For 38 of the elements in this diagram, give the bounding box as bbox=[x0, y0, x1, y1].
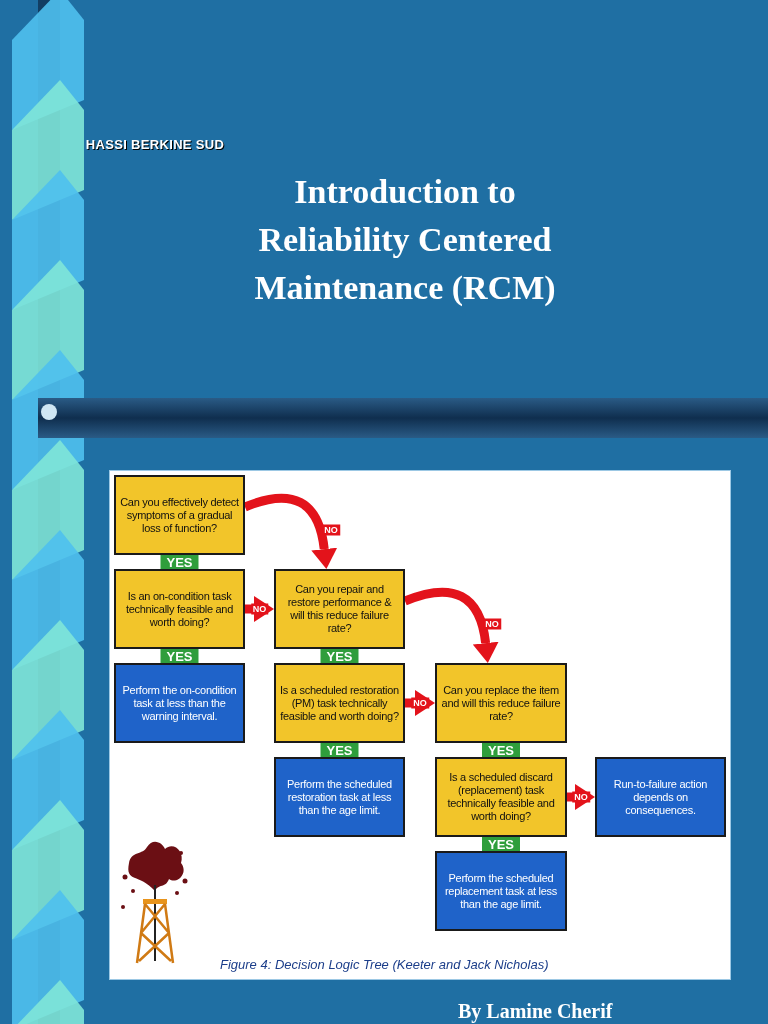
edge-label: YES bbox=[326, 649, 353, 663]
action-text: Perform the scheduled restoration task at less than the age limit. bbox=[286, 777, 393, 817]
action-text: Run-to-failure action depends on consequences. bbox=[612, 777, 709, 817]
arrow bbox=[567, 784, 595, 810]
question-text: Is a scheduled discard (replacement) task technically feasible and worth doing? bbox=[446, 771, 556, 823]
edge-label: NO bbox=[322, 524, 340, 535]
slide-title: Introduction to Reliability Centered Maintenance (RCM) bbox=[253, 172, 557, 308]
action-box bbox=[274, 757, 405, 837]
question-box bbox=[114, 475, 245, 555]
question-text: Is a scheduled restoration (PM) task technically feasible and worth doing? bbox=[280, 683, 399, 723]
question-box bbox=[114, 569, 245, 649]
edge-label: NO bbox=[250, 603, 269, 615]
arrow bbox=[405, 690, 435, 716]
action-box bbox=[435, 851, 567, 931]
edge-label: YES bbox=[166, 649, 193, 663]
action-box bbox=[595, 757, 726, 837]
edge-label: NO bbox=[572, 791, 590, 803]
action-text: Perform the on-condition task at less than the warning interval. bbox=[121, 683, 238, 723]
edge-label: NO bbox=[411, 697, 429, 709]
edge-label: YES bbox=[326, 743, 353, 757]
edge-label: YES bbox=[488, 743, 514, 757]
figure-caption: Figure 4: Decision Logic Tree (Keeter and Jack Nicholas) bbox=[220, 956, 549, 974]
site-name: HASSI BERKINE SUD bbox=[84, 136, 226, 154]
edge-label: NO bbox=[483, 618, 501, 629]
action-box bbox=[114, 663, 245, 743]
question-box bbox=[435, 663, 567, 743]
author-line: By Lamine Cherif bbox=[458, 999, 613, 1024]
arrow bbox=[245, 596, 274, 622]
action-text: Perform the scheduled replacement task at less than the age limit. bbox=[444, 871, 558, 911]
question-text: Can you replace the item and will this reduce failure rate? bbox=[441, 683, 561, 723]
edge-label: YES bbox=[488, 837, 514, 851]
question-text: Can you repair and restore performance & will this reduce failure rate? bbox=[286, 583, 393, 635]
question-box bbox=[435, 757, 567, 837]
question-text: Can you effectively detect symptoms of a gradual loss of function? bbox=[120, 495, 239, 535]
question-box bbox=[274, 663, 405, 743]
question-box bbox=[274, 569, 405, 649]
edge-label: YES bbox=[166, 555, 193, 569]
question-text: Is an on-condition task technically feasible and worth doing? bbox=[124, 589, 235, 629]
